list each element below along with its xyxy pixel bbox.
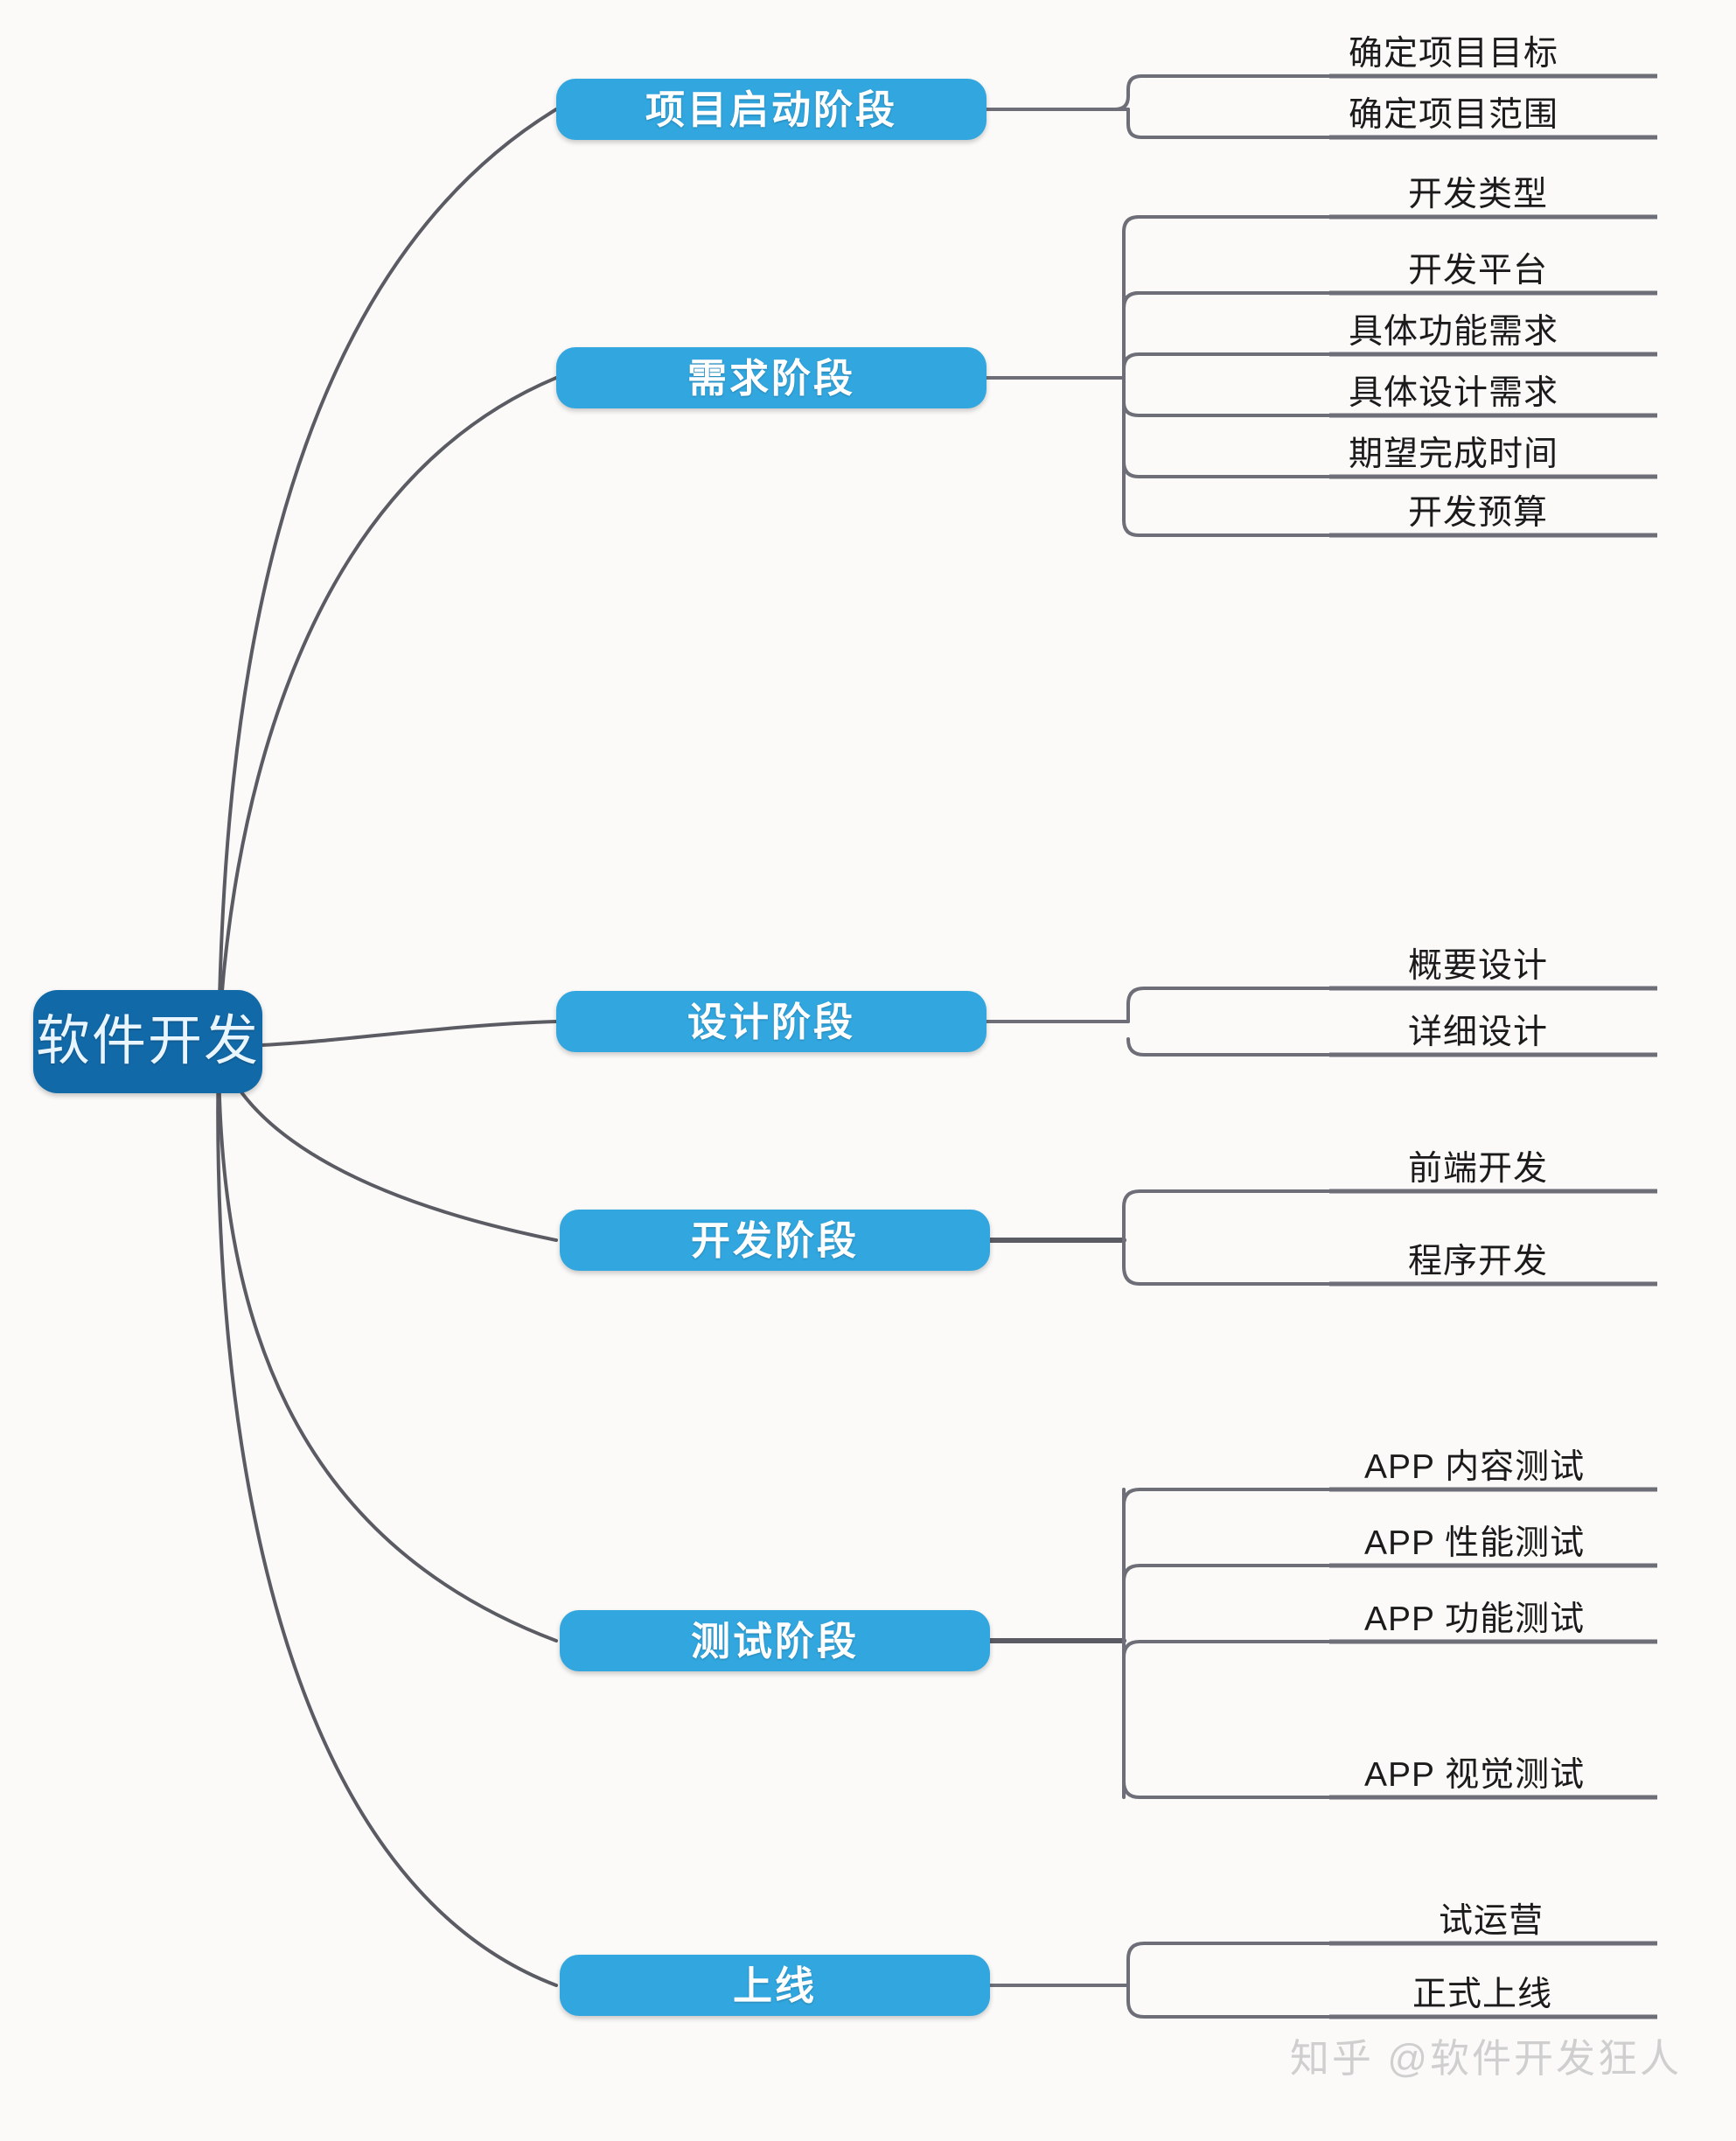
leaf-node-detailed-design[interactable]: 详细设计 xyxy=(1408,1009,1657,1055)
edge-branch5-leaf4 xyxy=(1122,1780,1331,1799)
leaf-node-project-goal[interactable]: 确定项目目标 xyxy=(1349,31,1657,76)
branch-node-label: 开发阶段 xyxy=(690,1217,859,1263)
edge-branch5-leaf1 xyxy=(1122,1488,1331,1507)
edge-branch2-leaf2 xyxy=(1122,291,1140,362)
edge-branch3-leaf1 xyxy=(1126,987,1331,1023)
branch-node-testing[interactable]: 测试阶段 xyxy=(560,1610,990,1671)
leaf-node-label: APP 功能测试 xyxy=(1364,1601,1586,1638)
branch-node-label: 项目启动阶段 xyxy=(645,87,897,132)
leaf-node-project-scope[interactable]: 确定项目范围 xyxy=(1349,92,1657,137)
leaf-node-design-requirements[interactable]: 具体设计需求 xyxy=(1349,370,1657,415)
leaf-node-dev-budget[interactable]: 开发预算 xyxy=(1408,490,1657,535)
edge-branch5-leaf3 xyxy=(1122,1640,1331,1659)
edge-branch3-leaf2 xyxy=(1126,1037,1331,1057)
root-node[interactable]: 软件开发 xyxy=(33,990,262,1093)
leaf-node-label: 概要设计 xyxy=(1408,947,1549,985)
edge-root-to-branch-1 xyxy=(217,108,558,1043)
leaf-node-label: 期望完成时间 xyxy=(1349,436,1559,473)
leaf-node-label: 开发预算 xyxy=(1408,494,1549,532)
leaf-node-label: 程序开发 xyxy=(1408,1243,1549,1280)
branch-node-label: 需求阶段 xyxy=(687,355,855,401)
edge-root-to-branch-2 xyxy=(217,376,558,1043)
leaf-node-app-function-test[interactable]: APP 功能测试 xyxy=(1364,1596,1657,1642)
root-node-label: 软件开发 xyxy=(35,1011,260,1071)
edge-branch1-leaf1 xyxy=(1114,74,1331,111)
edge-branch2-leaf4 xyxy=(1122,401,1331,417)
branch-node-requirements[interactable]: 需求阶段 xyxy=(556,347,987,408)
leaf-node-label: 前端开发 xyxy=(1408,1150,1549,1188)
branch-node-development[interactable]: 开发阶段 xyxy=(560,1210,990,1271)
leaf-node-label: 确定项目目标 xyxy=(1349,35,1559,73)
leaf-node-functional-requirements[interactable]: 具体功能需求 xyxy=(1349,309,1657,354)
leaf-node-program-development[interactable]: 程序开发 xyxy=(1408,1238,1657,1284)
leaf-node-label: 详细设计 xyxy=(1408,1014,1549,1051)
edge-root-to-branch-4 xyxy=(217,1048,558,1242)
leaf-node-app-performance-test[interactable]: APP 性能测试 xyxy=(1364,1520,1657,1566)
leaf-node-label: APP 内容测试 xyxy=(1364,1448,1586,1486)
edge-root-to-branch-5 xyxy=(217,1048,558,1642)
leaf-node-label: 具体设计需求 xyxy=(1349,374,1559,412)
branch-node-label: 测试阶段 xyxy=(690,1618,859,1663)
edge-branch2-leaf3 xyxy=(1122,352,1331,380)
leaf-node-dev-platform[interactable]: 开发平台 xyxy=(1408,248,1657,293)
leaf-node-app-content-test[interactable]: APP 内容测试 xyxy=(1364,1444,1657,1489)
leaf-node-frontend-development[interactable]: 前端开发 xyxy=(1408,1146,1657,1191)
edge-branch4-leaf2 xyxy=(1122,1238,1331,1286)
leaf-node-trial-operation[interactable]: 试运营 xyxy=(1439,1898,1657,1943)
leaf-node-label: APP 视觉测试 xyxy=(1364,1756,1586,1794)
leaf-node-label: 试运营 xyxy=(1439,1902,1544,1940)
leaf-node-label: 确定项目范围 xyxy=(1349,96,1559,134)
branch-node-launch[interactable]: 上线 xyxy=(560,1955,990,2016)
edge-branch4-leaf1 xyxy=(1122,1189,1331,1242)
edge-branch6-leaf2 xyxy=(1126,1984,1331,2019)
edge-branch2-leaf6 xyxy=(1122,376,1331,537)
branch-node-label: 设计阶段 xyxy=(687,999,855,1044)
edge-branch2-leaf1 xyxy=(1122,215,1331,380)
leaf-node-app-visual-test[interactable]: APP 视觉测试 xyxy=(1364,1752,1657,1797)
leaf-node-label: 具体功能需求 xyxy=(1349,313,1559,351)
edge-branch2-leaf2b xyxy=(1122,291,1331,310)
leaf-node-label: 正式上线 xyxy=(1412,1976,1553,2013)
leaf-node-label: 开发类型 xyxy=(1408,176,1549,213)
leaf-node-dev-type[interactable]: 开发类型 xyxy=(1408,171,1657,217)
watermark: 知乎 @软件开发狂人 xyxy=(1289,2036,1682,2081)
edge-root-to-branch-6 xyxy=(216,1048,558,1987)
branch-node-project-initiation[interactable]: 项目启动阶段 xyxy=(556,79,987,140)
edge-branch1-leaf2 xyxy=(1126,108,1331,139)
leaf-node-outline-design[interactable]: 概要设计 xyxy=(1408,943,1657,988)
edge-branch6-leaf1 xyxy=(1126,1942,1331,1987)
leaf-node-official-launch[interactable]: 正式上线 xyxy=(1412,1971,1657,2017)
branch-node-design[interactable]: 设计阶段 xyxy=(556,991,987,1052)
edge-branch2-leaf5 xyxy=(1122,460,1331,478)
leaf-node-label: APP 性能测试 xyxy=(1364,1524,1586,1562)
branch-node-label: 上线 xyxy=(732,1963,817,2008)
edge-root-to-branch-3 xyxy=(227,1020,558,1048)
leaf-node-expected-completion-time[interactable]: 期望完成时间 xyxy=(1349,431,1657,477)
leaf-node-label: 开发平台 xyxy=(1408,252,1549,289)
edge-branch5-leaf2 xyxy=(1122,1564,1331,1583)
